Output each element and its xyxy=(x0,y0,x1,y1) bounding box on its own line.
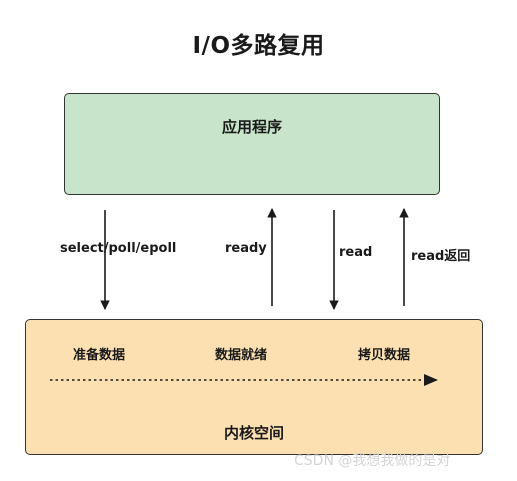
diagram-title: I/O多路复用 xyxy=(192,33,325,59)
ready-label: ready xyxy=(225,241,267,256)
kernel-label: 内核空间 xyxy=(223,424,284,442)
watermark: CSDN @我想我做的是对 xyxy=(294,453,451,469)
application-label: 应用程序 xyxy=(221,118,282,136)
select-poll-epoll-label: select/poll/epoll xyxy=(60,241,177,256)
timeline-arrowhead xyxy=(424,374,438,386)
application-box: 应用程序 xyxy=(64,93,440,195)
kernel-timeline xyxy=(50,374,438,386)
read-return-label: read返回 xyxy=(411,249,471,264)
stage-copy-data: 拷贝数据 xyxy=(358,348,411,363)
kernel-box: 准备数据 数据就绪 拷贝数据 内核空间 xyxy=(25,319,483,455)
stage-data-ready: 数据就绪 xyxy=(215,348,268,363)
stage-prepare-data: 准备数据 xyxy=(73,348,126,363)
read-label: read xyxy=(339,245,373,260)
